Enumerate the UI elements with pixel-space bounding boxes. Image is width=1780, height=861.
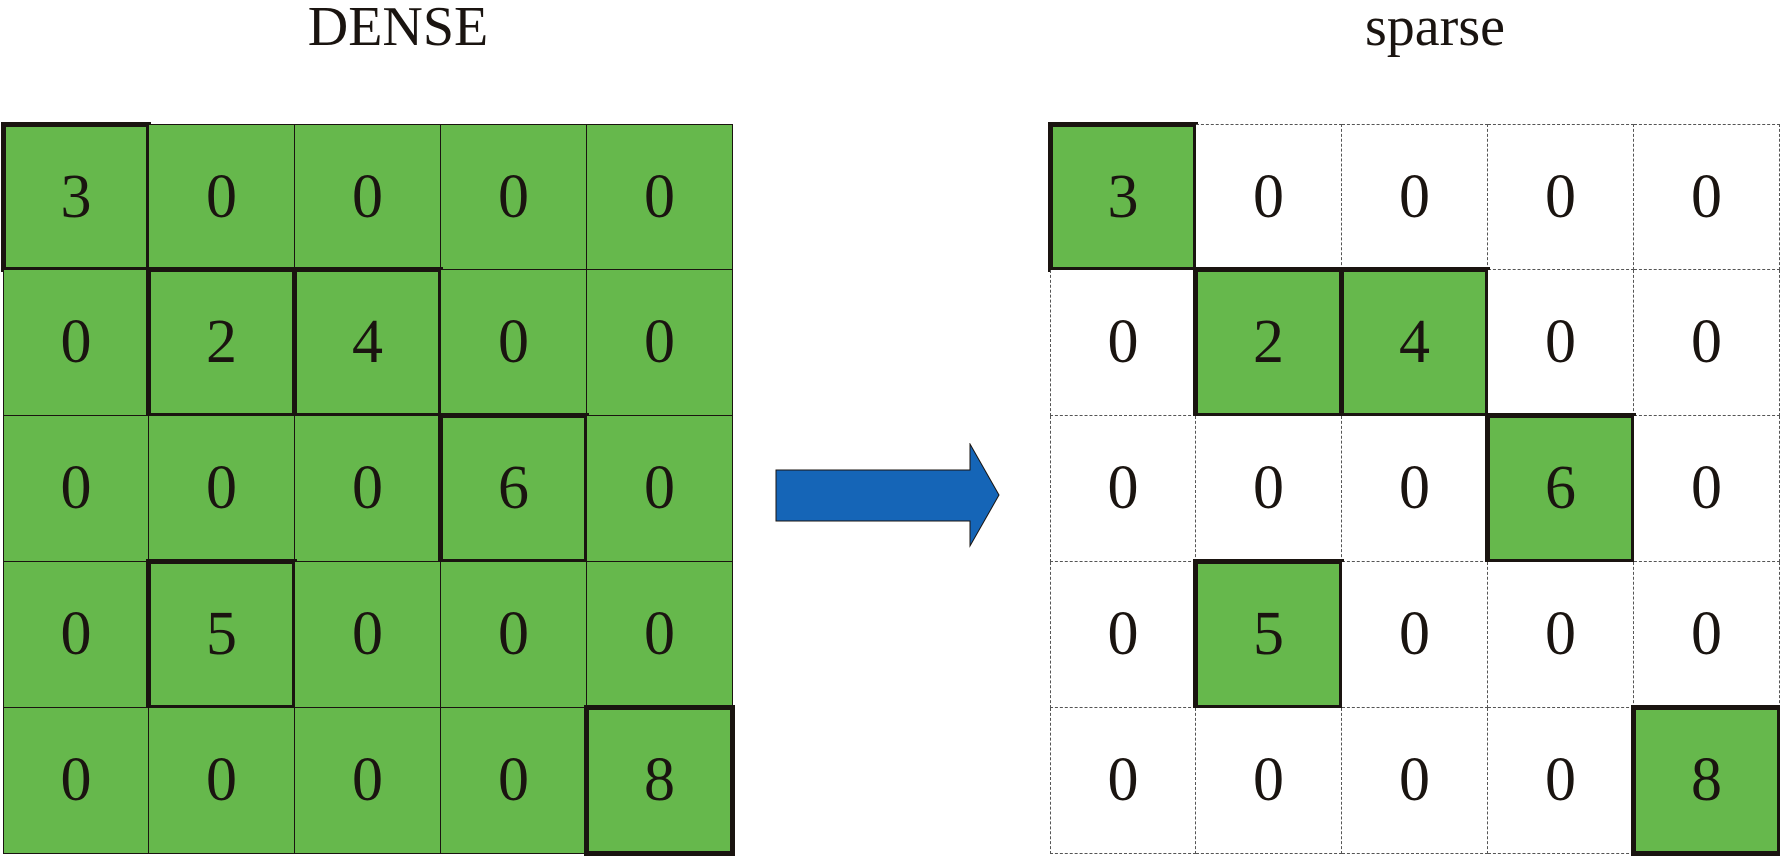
dense-cell-4-4: 8: [584, 705, 735, 856]
dense-cell-1-4: 0: [587, 270, 733, 416]
sparse-cell-4-2: 0: [1342, 708, 1488, 854]
sparse-cell-4-3: 0: [1488, 708, 1634, 854]
dense-cell-1-2: 4: [292, 267, 443, 418]
dense-cell-0-0: 3: [1, 122, 151, 272]
dense-cell-4-3: 0: [441, 708, 587, 854]
sparse-cell-1-1: 2: [1193, 267, 1344, 418]
transform-arrow-icon: [775, 443, 1000, 548]
sparse-cell-4-0: 0: [1050, 708, 1196, 854]
dense-cell-3-2: 0: [295, 562, 441, 708]
sparse-cell-2-0: 0: [1050, 416, 1196, 562]
transform-arrow-shape: [775, 443, 1000, 548]
dense-cell-1-0: 0: [3, 270, 149, 416]
sparse-cell-2-3: 6: [1485, 413, 1636, 564]
sparse-cell-3-1: 5: [1193, 559, 1344, 710]
dense-cell-3-4: 0: [587, 562, 733, 708]
sparse-cell-0-0: 3: [1048, 122, 1198, 272]
sparse-cell-2-1: 0: [1196, 416, 1342, 562]
sparse-cell-4-4: 8: [1631, 705, 1780, 856]
sparse-cell-0-1: 0: [1196, 124, 1342, 270]
dense-cell-2-4: 0: [587, 416, 733, 562]
sparse-title: sparse: [1365, 0, 1505, 58]
sparse-cell-3-0: 0: [1050, 562, 1196, 708]
sparse-cell-2-4: 0: [1634, 416, 1780, 562]
dense-cell-4-0: 0: [3, 708, 149, 854]
dense-cell-4-1: 0: [149, 708, 295, 854]
sparse-cell-2-2: 0: [1342, 416, 1488, 562]
dense-cell-2-1: 0: [149, 416, 295, 562]
sparse-cell-1-3: 0: [1488, 270, 1634, 416]
dense-cell-2-2: 0: [295, 416, 441, 562]
dense-cell-0-4: 0: [587, 124, 733, 270]
sparse-cell-0-2: 0: [1342, 124, 1488, 270]
sparse-cell-1-2: 4: [1339, 267, 1490, 418]
sparse-cell-0-4: 0: [1634, 124, 1780, 270]
dense-cell-2-0: 0: [3, 416, 149, 562]
dense-cell-4-2: 0: [295, 708, 441, 854]
dense-cell-3-1: 5: [146, 559, 297, 710]
dense-cell-0-1: 0: [149, 124, 295, 270]
dense-cell-3-0: 0: [3, 562, 149, 708]
dense-title: DENSE: [307, 0, 489, 58]
sparse-cell-3-3: 0: [1488, 562, 1634, 708]
dense-cell-1-1: 2: [146, 267, 297, 418]
dense-cell-0-3: 0: [441, 124, 587, 270]
dense-cell-1-3: 0: [441, 270, 587, 416]
sparse-cell-4-1: 0: [1196, 708, 1342, 854]
sparse-cell-1-0: 0: [1050, 270, 1196, 416]
dense-cell-3-3: 0: [441, 562, 587, 708]
sparse-cell-3-4: 0: [1634, 562, 1780, 708]
dense-cell-0-2: 0: [295, 124, 441, 270]
sparse-cell-0-3: 0: [1488, 124, 1634, 270]
sparse-cell-3-2: 0: [1342, 562, 1488, 708]
sparse-cell-1-4: 0: [1634, 270, 1780, 416]
dense-cell-2-3: 6: [438, 413, 589, 564]
